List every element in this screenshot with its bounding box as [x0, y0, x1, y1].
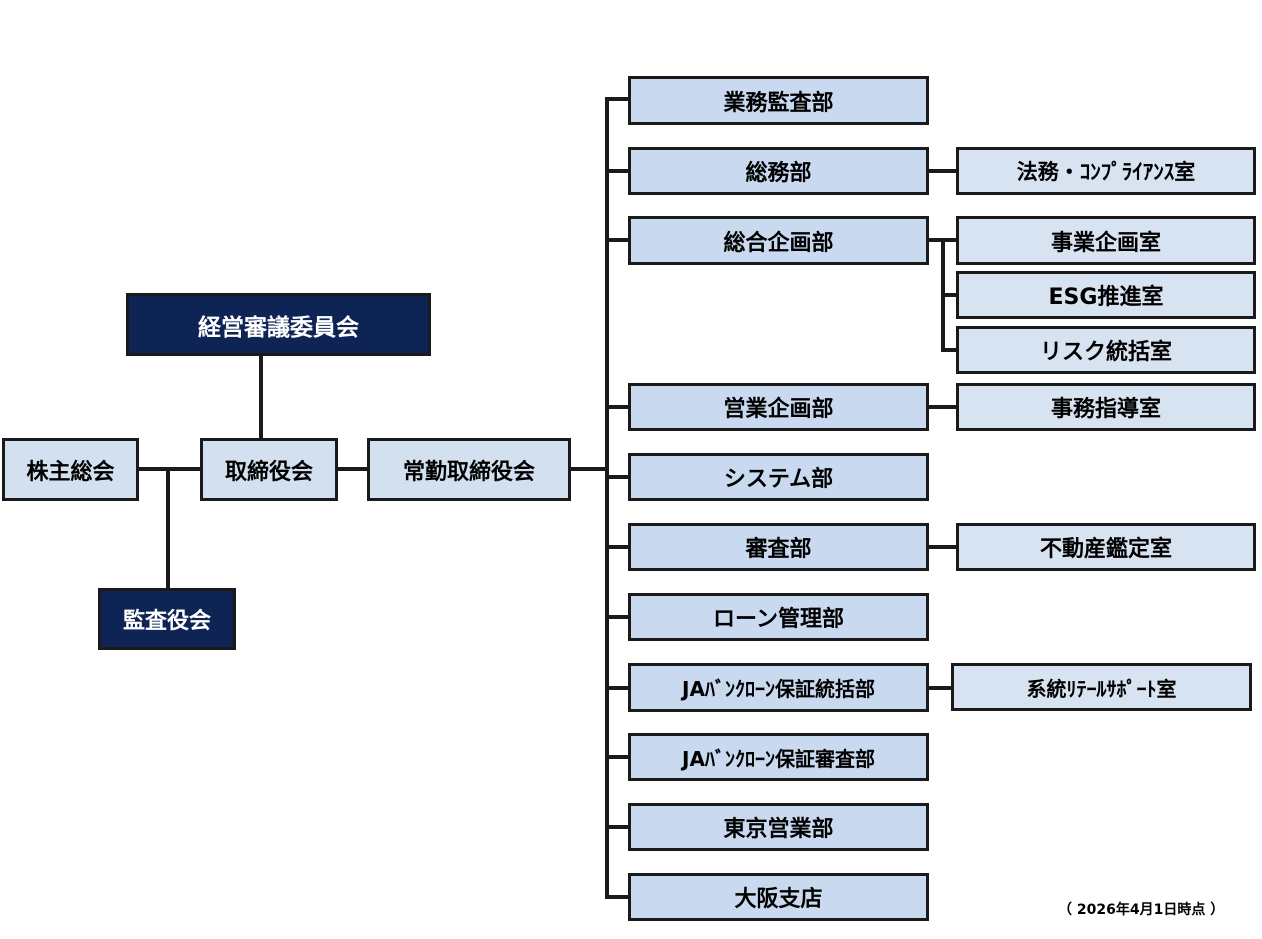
- board-of-directors-label: 取締役会: [224, 459, 313, 485]
- office-box: 事務指導室: [956, 383, 1256, 431]
- department-label: JAﾊﾞﾝｸﾛｰﾝ保証統括部: [682, 677, 875, 701]
- office-label: 事務指導室: [1050, 397, 1161, 422]
- office-box: 法務・ｺﾝﾌﾟﾗｲｱﾝｽ室: [956, 147, 1256, 195]
- department-box: 東京営業部: [628, 803, 929, 851]
- department-box: 業務監査部: [628, 76, 929, 125]
- executive-board-label: 常勤取締役会: [402, 459, 535, 485]
- department-label: 総合企画部: [723, 230, 834, 256]
- department-box: 営業企画部: [628, 383, 929, 431]
- audit-board-label: 監査役会: [122, 609, 211, 634]
- department-label: ローン管理部: [713, 607, 844, 632]
- office-box: 不動産鑑定室: [956, 523, 1256, 571]
- department-label: 総務部: [745, 161, 812, 186]
- department-label: JAﾊﾞﾝｸﾛｰﾝ保証審査部: [682, 746, 875, 771]
- department-label: 審査部: [745, 537, 812, 562]
- board-of-directors-box: 取締役会: [200, 438, 338, 501]
- office-label: 事業企画室: [1050, 230, 1161, 256]
- department-box: 総合企画部: [628, 216, 929, 265]
- office-box: 事業企画室: [956, 216, 1256, 265]
- audit-board-box: 監査役会: [98, 588, 236, 650]
- management-council-box: 経営審議委員会: [126, 293, 431, 356]
- department-label: 営業企画部: [723, 397, 834, 422]
- department-box: 総務部: [628, 147, 929, 195]
- office-box: 系統ﾘﾃｰﾙｻﾎﾟｰﾄ室: [951, 663, 1252, 711]
- office-label: リスク統括室: [1039, 340, 1172, 365]
- office-label: 法務・ｺﾝﾌﾟﾗｲｱﾝｽ室: [1016, 160, 1196, 184]
- shareholders-meeting-label: 株主総会: [26, 459, 115, 485]
- department-label: 東京営業部: [723, 817, 834, 842]
- as-of-date-note: （ 2026年4月1日時点 ）: [1058, 902, 1225, 918]
- office-box: ESG推進室: [956, 271, 1256, 319]
- management-council-label: 経営審議委員会: [198, 314, 359, 341]
- shareholders-meeting-box: 株主総会: [2, 438, 139, 501]
- office-label: ESG推進室: [1048, 285, 1164, 310]
- department-box: 審査部: [628, 523, 929, 571]
- department-label: 大阪支店: [734, 887, 823, 912]
- department-box: JAﾊﾞﾝｸﾛｰﾝ保証統括部: [628, 663, 929, 712]
- office-label: 不動産鑑定室: [1039, 537, 1172, 562]
- department-box: ローン管理部: [628, 593, 929, 641]
- department-box: 大阪支店: [628, 873, 929, 921]
- department-box: システム部: [628, 453, 929, 501]
- department-label: システム部: [723, 467, 834, 492]
- office-box: リスク統括室: [956, 326, 1256, 374]
- department-label: 業務監査部: [723, 90, 834, 116]
- department-box: JAﾊﾞﾝｸﾛｰﾝ保証審査部: [628, 733, 929, 781]
- office-label: 系統ﾘﾃｰﾙｻﾎﾟｰﾄ室: [1026, 676, 1177, 701]
- executive-board-box: 常勤取締役会: [367, 438, 571, 501]
